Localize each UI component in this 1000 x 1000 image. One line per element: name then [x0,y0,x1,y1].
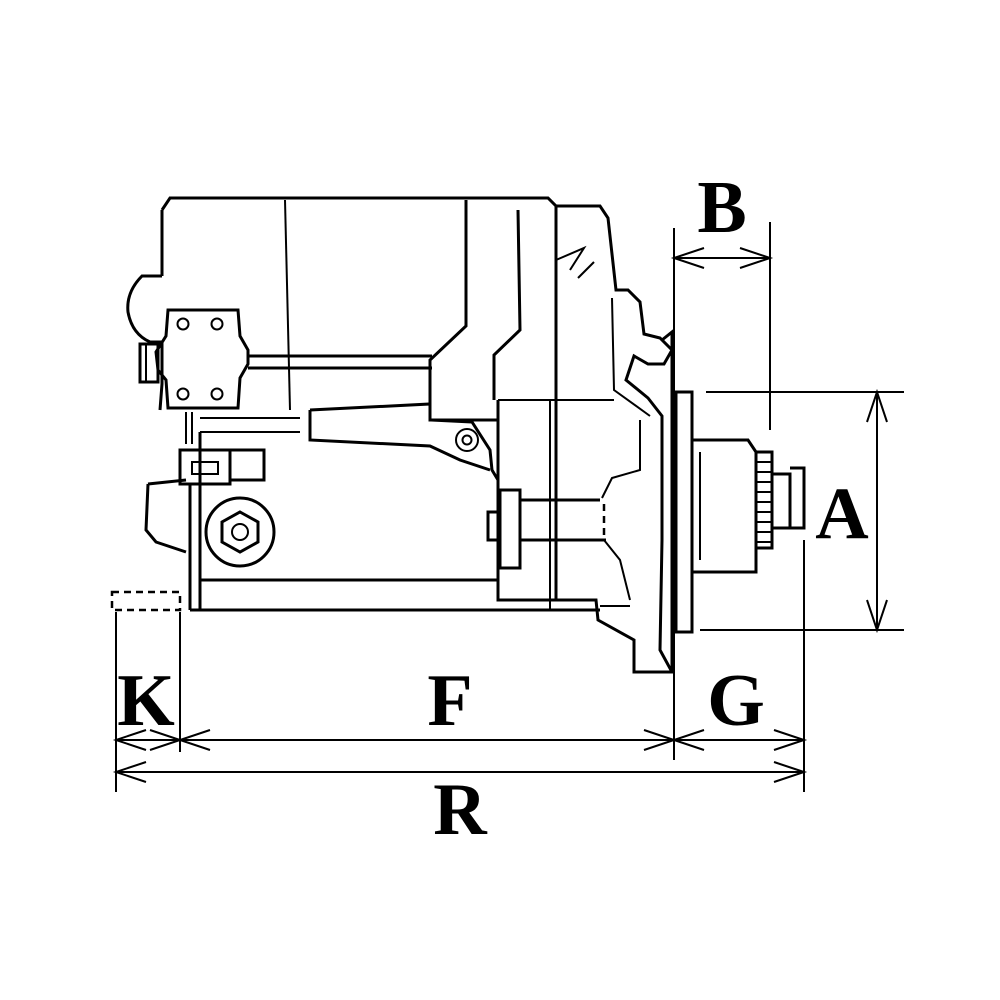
dimension-label-a: A [815,473,868,555]
dimension-label-f: F [427,660,472,742]
starter-motor-outline [110,196,806,674]
dimension-label-r: R [433,769,488,851]
dimension-label-k: K [117,660,175,742]
dimension-lines [112,222,904,792]
dimension-label-g: G [707,660,765,742]
dimension-label-b: B [697,167,746,249]
